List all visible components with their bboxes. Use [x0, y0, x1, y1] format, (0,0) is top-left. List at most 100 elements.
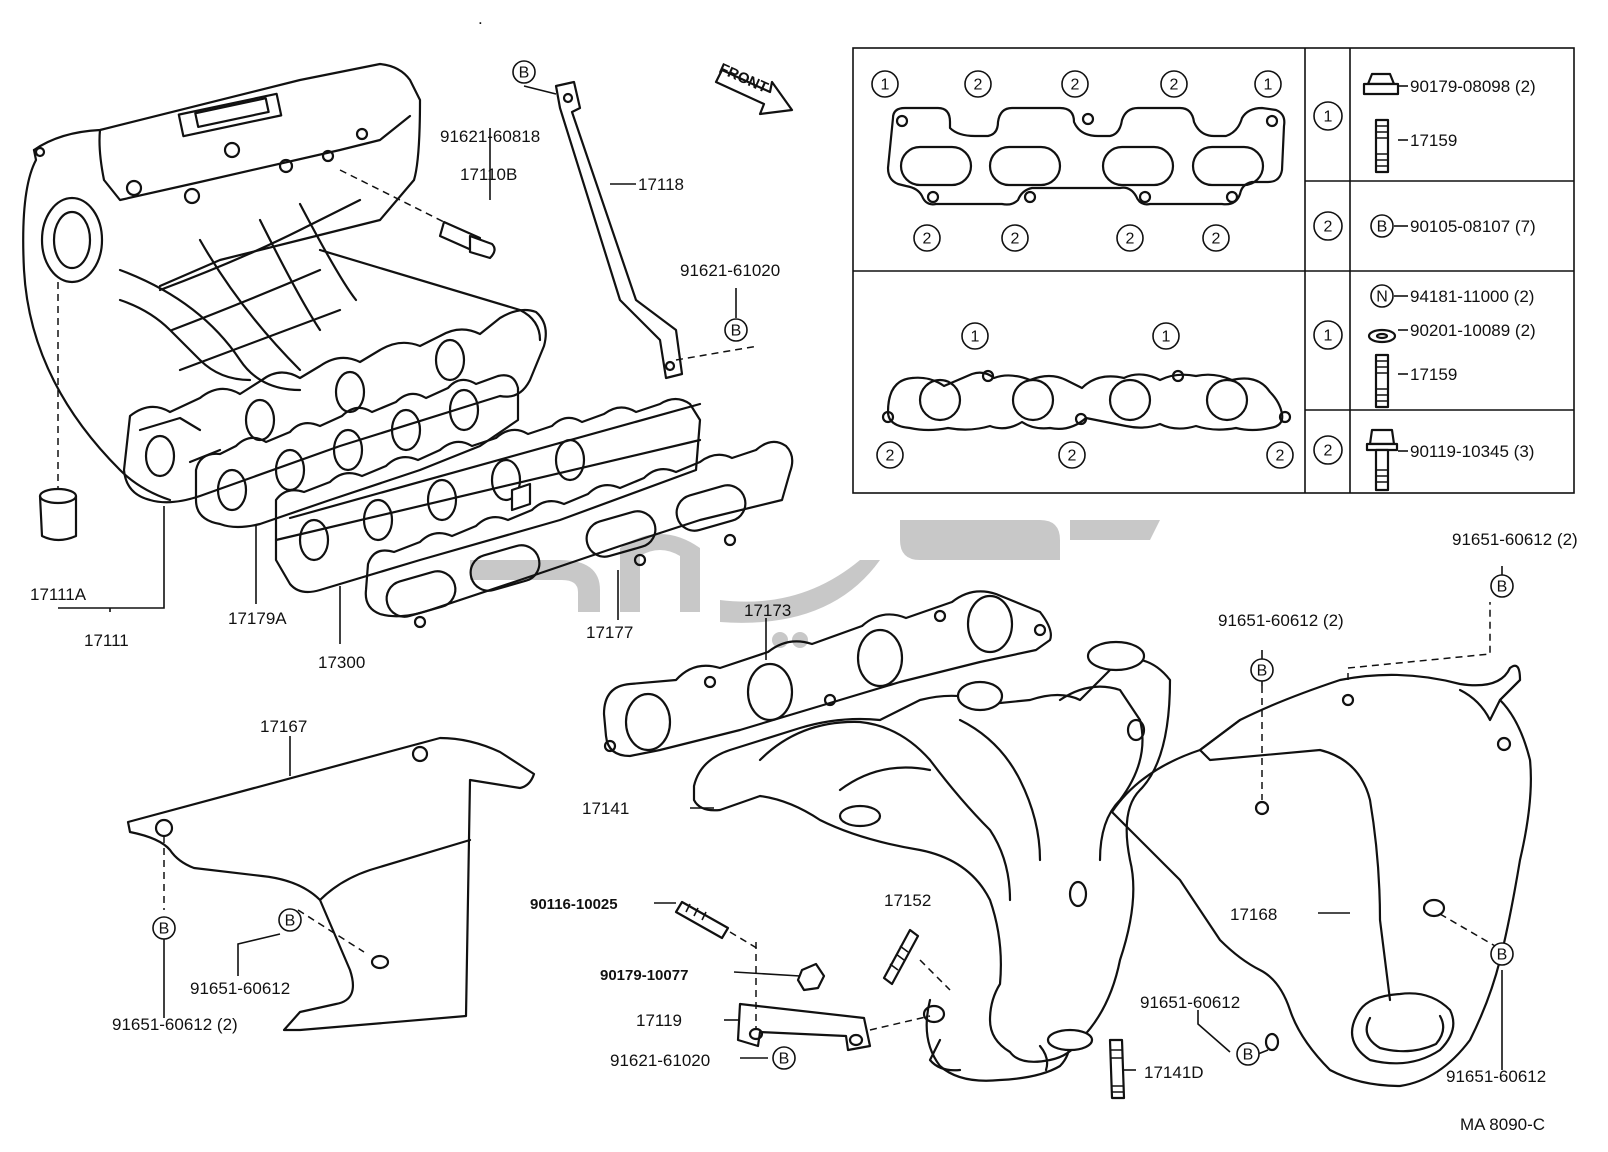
label-17173: 17173 — [744, 601, 791, 620]
label-17167: 17167 — [260, 717, 307, 736]
label-91651-60612-left: 91651-60612 — [190, 979, 290, 998]
stray-mark: . — [478, 9, 483, 28]
stud-17141D — [1108, 1038, 1126, 1100]
part-labels: 91621-60818 17110B 17118 91621-61020 171… — [30, 127, 1578, 1134]
legend-marker-row1b-3: 2 — [1202, 224, 1230, 252]
legend-key-code-0-1: 17159 — [1410, 131, 1457, 150]
label-17168: 17168 — [1230, 905, 1277, 924]
label-17119: 17119 — [636, 1011, 682, 1030]
label-17300: 17300 — [318, 653, 365, 672]
legend-key-code-3-0: 90119-10345 (3) — [1410, 442, 1534, 461]
label-17141: 17141 — [582, 799, 629, 818]
legend-marker-row1-4-text: 1 — [1264, 77, 1273, 94]
label-17177: 17177 — [586, 623, 633, 642]
legend-key-marker-3: 2 — [1313, 435, 1343, 465]
legend-marker-row2b-1-text: 2 — [1068, 448, 1077, 465]
b-marker-4-text: B — [159, 921, 170, 938]
legend-key-symbol-2-0-text: N — [1376, 289, 1388, 306]
legend-marker-row1b-2-text: 2 — [1126, 231, 1135, 248]
stud-90116-10025 — [674, 900, 761, 951]
legend-key-marker-2: 1 — [1313, 320, 1343, 350]
b-marker-1-text: B — [731, 323, 742, 340]
bolt-icon — [1365, 428, 1399, 492]
legend-marker-row1-2-text: 2 — [1071, 77, 1080, 94]
legend-marker-row1b-1-text: 2 — [1011, 231, 1020, 248]
label-91651-60612-mid: 91651-60612 — [1140, 993, 1240, 1012]
legend-key-marker-3-text: 2 — [1324, 443, 1333, 460]
gasket-17173 — [602, 590, 1052, 758]
legend-marker-row2-0-text: 1 — [971, 329, 980, 346]
label-91651-60612-right: 91651-60612 — [1446, 1067, 1546, 1086]
legend-marker-row1-4: 1 — [1254, 70, 1282, 98]
b-marker-6-text: B — [1243, 1047, 1254, 1064]
leader-lines — [58, 85, 1503, 1071]
stud-icon — [1374, 118, 1390, 174]
stay-17118 — [554, 80, 759, 380]
flange-nut-icon — [1362, 72, 1400, 96]
watermark-logo — [470, 520, 1160, 648]
legend-marker-row1b-2: 2 — [1116, 224, 1144, 252]
legend-key-symbol-2-0: N — [1370, 284, 1394, 308]
b-marker-6: B — [1236, 1042, 1260, 1066]
spacer-17300 — [274, 397, 702, 594]
legend-marker-row1b-1: 2 — [1001, 224, 1029, 252]
legend-marker-row1-3-text: 2 — [1170, 77, 1179, 94]
legend-key-symbol-1-0-text: B — [1377, 219, 1388, 236]
label-91621-61020-bot: 91621-61020 — [610, 1051, 710, 1070]
legend-marker-row2-0: 1 — [961, 322, 989, 350]
b-marker-5-text: B — [285, 913, 296, 930]
legend-marker-row1-0-text: 1 — [881, 77, 890, 94]
label-91621-60818: 91621-60818 — [440, 127, 540, 146]
label-90116-10025: 90116-10025 — [530, 896, 618, 913]
label-90179-10077: 90179-10077 — [600, 967, 688, 984]
legend-marker-row2b-0-text: 2 — [886, 448, 895, 465]
legend-marker-row1b-0-text: 2 — [923, 231, 932, 248]
legend-gasket-intake — [886, 106, 1286, 206]
b-marker-7-text: B — [1497, 947, 1508, 964]
b-marker-0-text: B — [519, 65, 530, 82]
legend-marker-row1-1-text: 2 — [974, 77, 983, 94]
washer-icon — [1367, 328, 1397, 344]
legend-marker-row1b-0: 2 — [913, 224, 941, 252]
label-17118: 17118 — [638, 175, 684, 194]
front-arrow: FRONT — [714, 60, 794, 116]
nut-90179-10077 — [796, 962, 826, 992]
bracket-17119 — [736, 942, 931, 1052]
b-marker-3: B — [1490, 574, 1514, 598]
b-marker-8-text: B — [779, 1051, 790, 1068]
label-91651-60612-2-right: 91651-60612 (2) — [1452, 530, 1578, 549]
legend-key-code-2-0: 94181-11000 (2) — [1410, 287, 1534, 306]
legend-marker-row1b-3-text: 2 — [1212, 231, 1221, 248]
gasket-17177 — [364, 440, 794, 629]
label-17141D: 17141D — [1144, 1063, 1204, 1082]
legend-marker-row2-1-text: 1 — [1162, 329, 1171, 346]
b-marker-1: B — [724, 318, 748, 342]
b-marker-7: B — [1490, 942, 1514, 966]
legend-gasket-exhaust — [881, 369, 1292, 432]
legend-marker-row2b-2: 2 — [1266, 441, 1294, 469]
b-marker-5: B — [278, 908, 302, 932]
legend-key-marker-1-text: 2 — [1324, 219, 1333, 236]
stud-17152 — [882, 928, 951, 991]
legend-key-code-2-2: 17159 — [1410, 365, 1457, 384]
intake-manifold-17111 — [22, 62, 547, 504]
label-17179A: 17179A — [228, 609, 287, 628]
legend-key-marker-1: 2 — [1313, 211, 1343, 241]
fitting-17110B — [339, 169, 496, 260]
label-17110B: 17110B — [460, 165, 517, 184]
label-91621-61020-top: 91621-61020 — [680, 261, 780, 280]
label-17152: 17152 — [884, 891, 931, 910]
legend-marker-row2b-0: 2 — [876, 441, 904, 469]
label-17111A: 17111A — [30, 585, 87, 604]
label-91651-60612-2-mid: 91651-60612 (2) — [1218, 611, 1344, 630]
heat-insulator-17168 — [1110, 602, 1532, 1088]
legend-marker-row1-2: 2 — [1061, 70, 1089, 98]
heat-insulator-17167 — [126, 736, 536, 1032]
footer-code: MA 8090-C — [1460, 1115, 1545, 1134]
stud-icon-2 — [1374, 353, 1390, 409]
legend-key-code-2-1: 90201-10089 (2) — [1410, 321, 1536, 340]
b-marker-2-text: B — [1257, 663, 1268, 680]
legend-key-code-1-0: 90105-08107 (7) — [1410, 217, 1536, 236]
